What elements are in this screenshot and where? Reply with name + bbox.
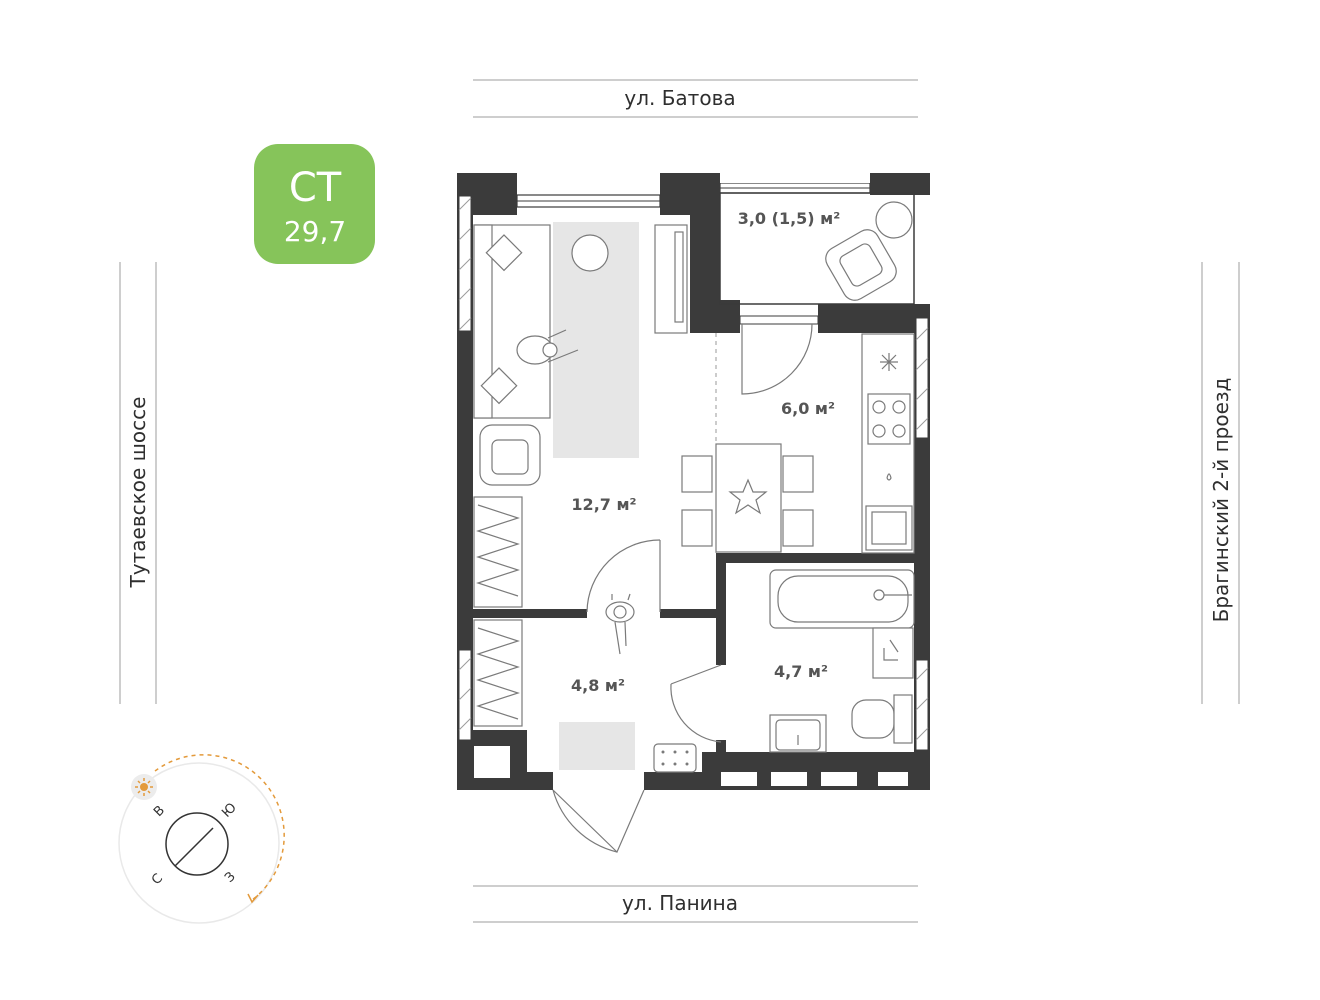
tv-panel — [674, 231, 684, 323]
room-living-area: 12,7 м² — [571, 495, 636, 514]
person-living — [516, 329, 579, 365]
hall-mat — [559, 722, 635, 770]
street-bottom-label: ул. Панина — [622, 891, 738, 915]
sofa — [473, 224, 551, 419]
compass: С В Ю З — [118, 754, 285, 924]
room-hall-area: 4,8 м² — [571, 676, 625, 695]
street-left-label: Тутаевское шоссе — [126, 397, 150, 589]
badge-background — [254, 144, 375, 264]
hatched-walls — [458, 195, 929, 751]
compass-south: Ю — [219, 800, 240, 821]
compass-north: С — [149, 871, 166, 888]
street-left: Тутаевское шоссе — [119, 262, 157, 704]
street-bottom: ул. Панина — [473, 885, 918, 923]
street-right-label: Брагинский 2-й проезд — [1209, 378, 1233, 623]
washing-machine — [872, 627, 914, 679]
sun-icon — [135, 778, 153, 796]
entrance-door — [552, 789, 645, 854]
room-kitchen-area: 6,0 м² — [781, 399, 835, 418]
bathtub — [769, 569, 915, 629]
street-top: ул. Батова — [473, 79, 918, 118]
balcony-door — [739, 315, 819, 395]
sun-path — [154, 754, 285, 901]
balcony-furniture — [825, 201, 913, 301]
bathroom-door — [670, 664, 722, 743]
badge-area: 29,7 — [284, 215, 346, 248]
room-bath-area: 4,7 м² — [774, 662, 828, 681]
floor-plan: 12,7 м² 6,0 м² 3,0 (1,5) м² 4,8 м² 4,7 м… — [457, 173, 930, 854]
apartment-badge: СТ 29,7 — [254, 144, 375, 264]
toilet — [851, 694, 913, 744]
armchair-living — [479, 424, 541, 486]
room-balcony-area: 3,0 (1,5) м² — [738, 209, 841, 228]
shoe-rack — [653, 743, 697, 773]
person-hall — [605, 593, 635, 655]
compass-west: З — [222, 869, 239, 886]
wardrobe-hall — [473, 619, 523, 727]
living-door — [586, 539, 661, 613]
windows — [516, 173, 915, 786]
street-top-label: ул. Батова — [624, 86, 735, 110]
wardrobe-living — [473, 496, 523, 608]
round-table — [571, 234, 609, 272]
street-right: Брагинский 2-й проезд — [1201, 262, 1240, 704]
dining-table — [681, 443, 814, 553]
badge-type: СТ — [289, 165, 342, 211]
bath-sink — [769, 714, 827, 753]
kitchen-counter — [861, 333, 915, 554]
compass-east: В — [151, 803, 168, 820]
compass-needle — [174, 827, 214, 867]
compass-dial — [165, 812, 229, 876]
